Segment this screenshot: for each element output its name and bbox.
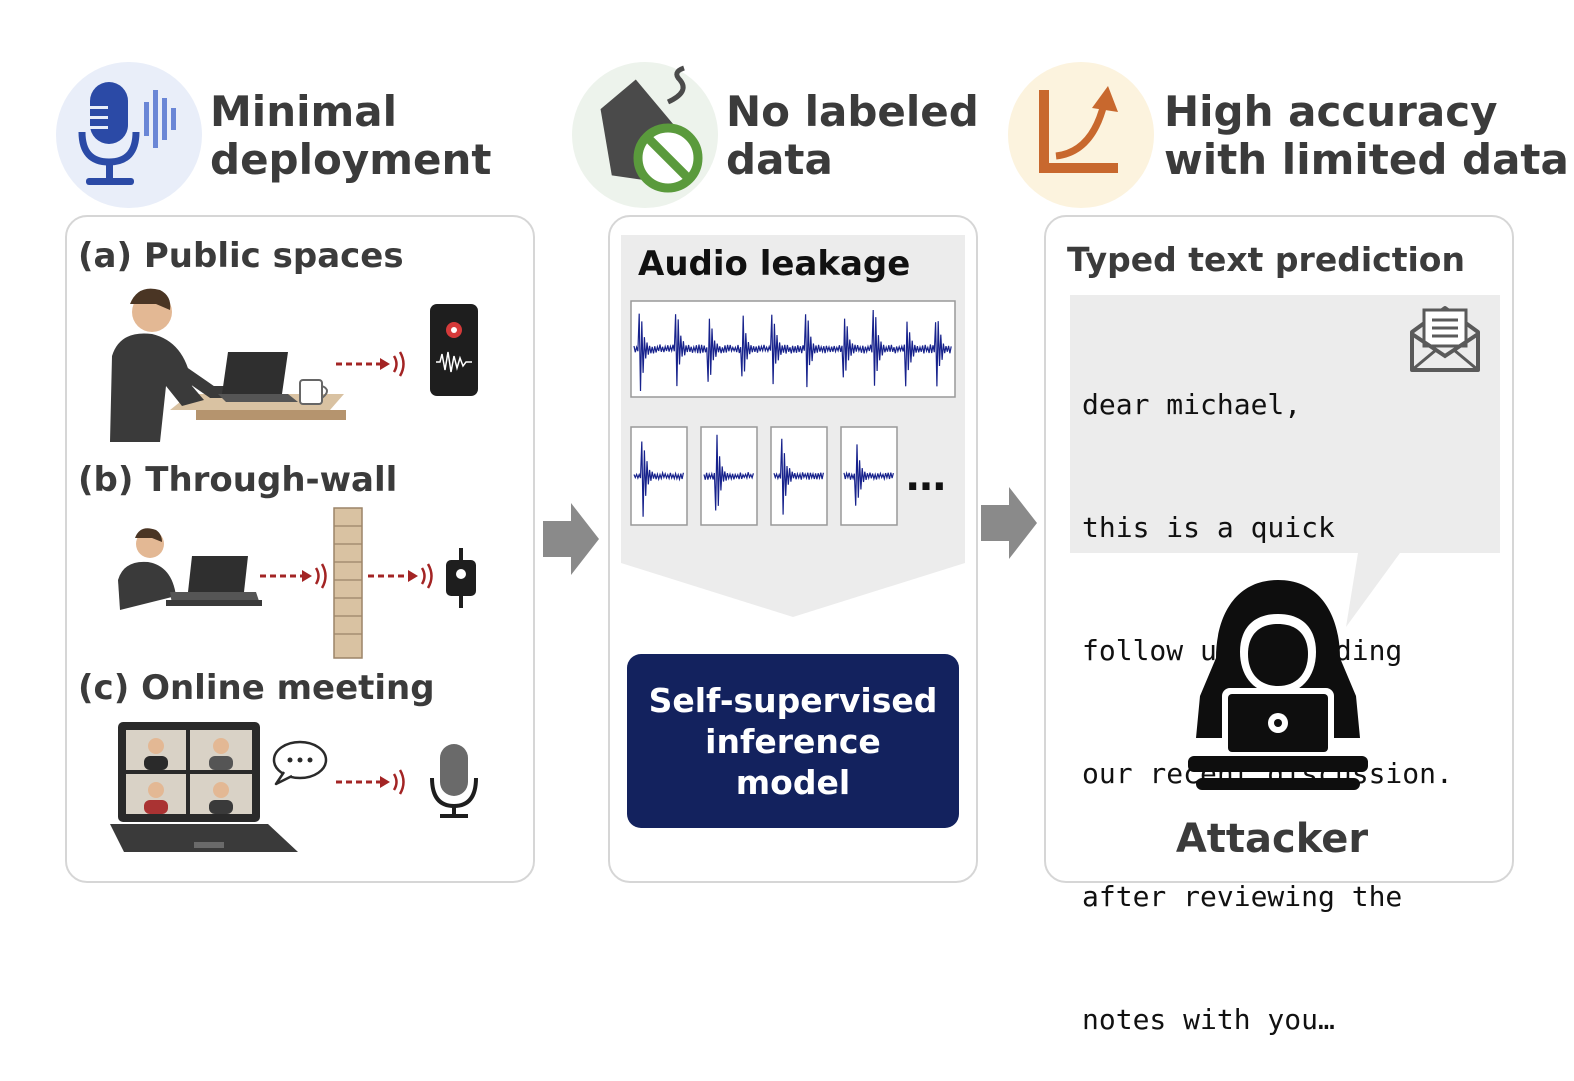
audio-segment-3 [770,426,828,526]
model-label: Self-supervised inference model [648,680,938,802]
accuracy-title: High accuracy with limited data [1164,87,1569,184]
waveform-trace [843,444,894,506]
segments-ellipsis: … [906,454,946,500]
envelope-icon [1410,306,1480,372]
audio-waveform [630,300,956,398]
flow-arrow-1 [543,503,599,575]
scenario-meeting-label: (c) Online meeting [78,668,435,708]
waveform-trace [773,438,824,515]
through-wall-illustration [118,507,476,659]
waveform-trace [633,309,952,392]
attacker-label: Attacker [1175,816,1369,862]
no-tag-icon [600,65,703,193]
audio-segment-4 [840,426,898,526]
predicted-line-5: after reviewing the [1082,880,1403,913]
scenario-public-label: (a) Public spaces [78,236,404,276]
labels-icon-circle [572,62,718,208]
audio-leakage-title: Audio leakage [638,244,911,284]
predicted-line-6: notes with you… [1082,1003,1335,1036]
waveform-trace [633,441,684,517]
deployment-icon-circle [56,62,202,208]
labels-title: No labeled data [726,87,979,184]
predicted-line-1: dear michael, [1082,388,1302,421]
growth-curve-icon [1039,86,1118,173]
self-supervised-model-box: Self-supervised inference model [627,654,959,828]
online-meeting-illustration [110,722,478,852]
waveform-trace [703,434,754,511]
prediction-text-box [1070,295,1500,627]
accuracy-icon-circle [1008,62,1154,208]
deployment-title: Minimal deployment [210,87,492,184]
microphone-sound-icon [78,82,176,185]
predicted-line-2: this is a quick [1082,511,1335,544]
scenario-wall-label: (b) Through-wall [78,460,398,500]
audio-segment-2 [700,426,758,526]
audio-segment-1 [630,426,688,526]
prediction-title: Typed text prediction [1067,240,1465,279]
flow-arrow-2 [981,487,1037,559]
public-space-illustration [100,282,500,442]
hooded-attacker-icon [1188,580,1368,790]
